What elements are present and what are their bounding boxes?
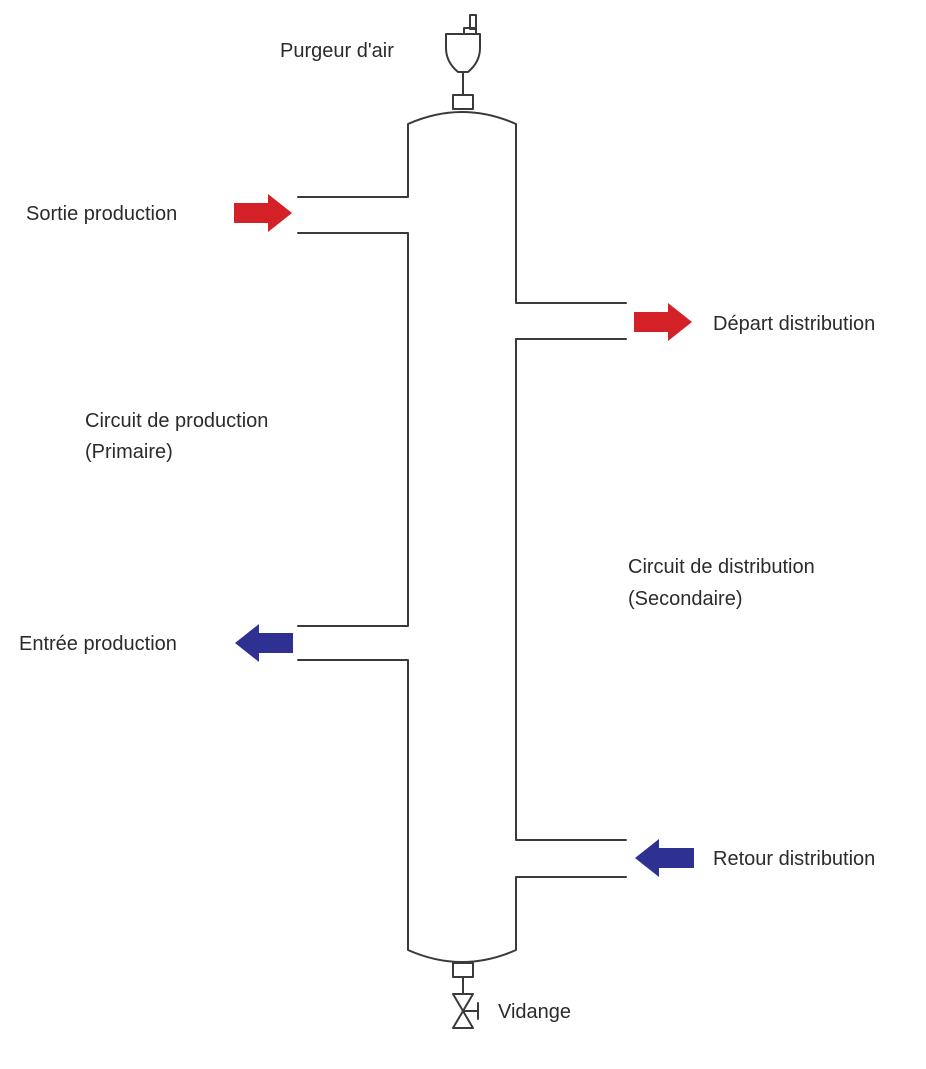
distribution-flow-label: Départ distribution xyxy=(713,313,875,335)
production-outlet-arrow-icon xyxy=(234,194,292,232)
distribution-circuit-sublabel: (Secondaire) xyxy=(628,588,743,610)
distribution-return-arrow-icon xyxy=(635,839,694,877)
separator-body xyxy=(297,111,627,963)
production-outlet-label: Sortie production xyxy=(26,203,177,225)
distribution-circuit-label: Circuit de distribution xyxy=(628,556,815,578)
drain-valve-icon xyxy=(452,962,479,1029)
production-inlet-arrow-icon xyxy=(235,624,293,662)
distribution-flow-arrow-icon xyxy=(634,303,692,341)
distribution-return-label: Retour distribution xyxy=(713,848,875,870)
production-circuit-label: Circuit de production xyxy=(85,410,268,432)
air-vent-icon xyxy=(445,14,481,110)
production-inlet-label: Entrée production xyxy=(19,633,177,655)
production-circuit-sublabel: (Primaire) xyxy=(85,441,173,463)
drain-label: Vidange xyxy=(498,1001,571,1023)
air-vent-label: Purgeur d'air xyxy=(280,40,394,62)
